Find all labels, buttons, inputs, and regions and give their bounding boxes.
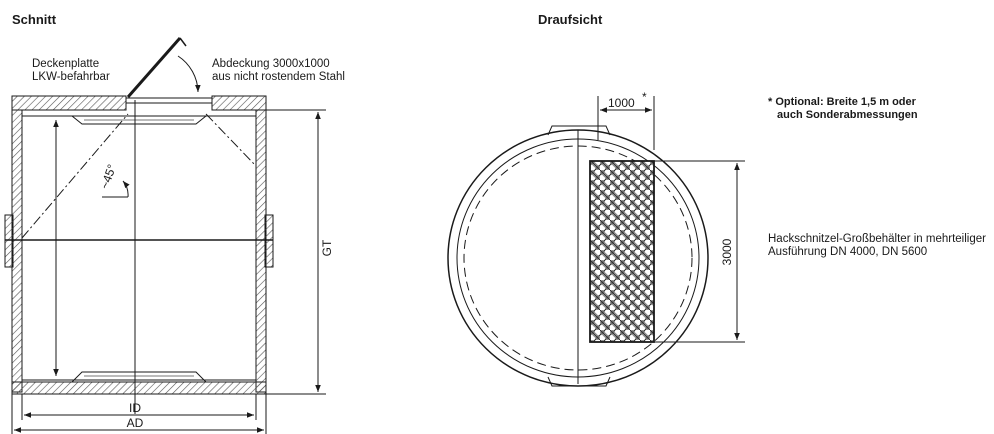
cover-label: Abdeckung 3000x1000 aus nicht rostendem … [212,58,345,84]
angle-line-left [21,113,129,239]
container-note: Hackschnitzel-Großbehälter in mehrteilig… [768,233,986,259]
dashed-circle [463,145,693,371]
section-view [4,37,326,434]
angle-label: ~45° [97,162,119,191]
width-label: 1000 [608,96,635,110]
container-note-line2: Ausführung DN 4000, DN 5600 [768,246,928,258]
plate-label-line2: LKW-befahrbar [32,71,110,83]
ad-label: AD [127,416,144,430]
optional-note-line1: * Optional: Breite 1,5 m oder [768,96,916,108]
bottom-bracket [71,371,207,383]
container-note-line1: Hackschnitzel-Großbehälter in mehrteilig… [768,233,986,245]
top-view [447,96,745,387]
plate-label-line1: Deckenplatte [32,58,100,70]
width-star: * [642,90,647,104]
angle-arc [122,180,130,198]
right-joint [264,214,274,268]
gt-label: GT [320,239,334,256]
optional-note: * Optional: Breite 1,5 m oder auch Sonde… [768,96,918,122]
cover-plate [125,97,213,104]
section-title: Schnitt [12,12,57,27]
top-slab-left [11,95,127,111]
cover-label-line2: aus nicht rostendem Stahl [212,71,345,83]
top-view-title: Draufsicht [538,12,603,27]
cover-mesh [589,160,655,343]
open-lid [126,37,182,98]
top-bracket [71,115,207,125]
id-label: ID [129,401,141,415]
lid-swing-arc [177,55,201,93]
top-tab [547,125,611,136]
angle-line-right [205,113,257,167]
plate-label: Deckenplatte LKW-befahrbar [32,58,110,84]
length-label: 3000 [720,238,734,265]
left-joint [4,214,14,268]
optional-note-line2: auch Sonderabmessungen [777,109,918,121]
cover-label-line1: Abdeckung 3000x1000 [212,58,330,70]
top-slab-right [211,95,267,111]
bottom-slab [11,381,267,395]
